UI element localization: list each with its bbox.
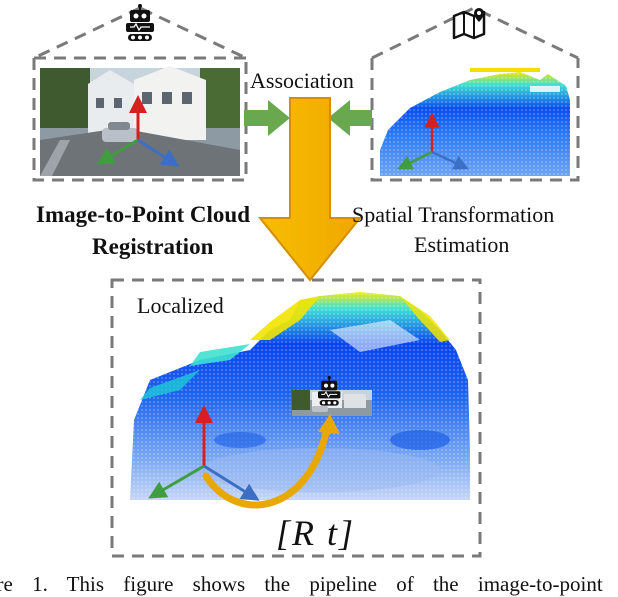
estimation-label-line1: Spatial Transformation — [352, 202, 554, 228]
figure-caption: ure 1. This figure shows the pipeline of… — [0, 572, 618, 597]
robot-icon — [126, 4, 154, 41]
map-location-icon — [454, 8, 484, 38]
green-arrow-left — [244, 100, 290, 136]
registration-title-line2: Registration — [92, 234, 213, 260]
green-arrow-right — [328, 100, 372, 136]
camera-image — [40, 66, 240, 176]
registration-title-line1: Image-to-Point Cloud — [36, 202, 250, 228]
pose-matrix-label: [R t] — [276, 512, 355, 554]
localized-label: Localized — [137, 293, 224, 319]
estimation-label-line2: Estimation — [414, 232, 509, 258]
association-label: Association — [250, 68, 354, 94]
map-point-cloud — [380, 68, 570, 176]
